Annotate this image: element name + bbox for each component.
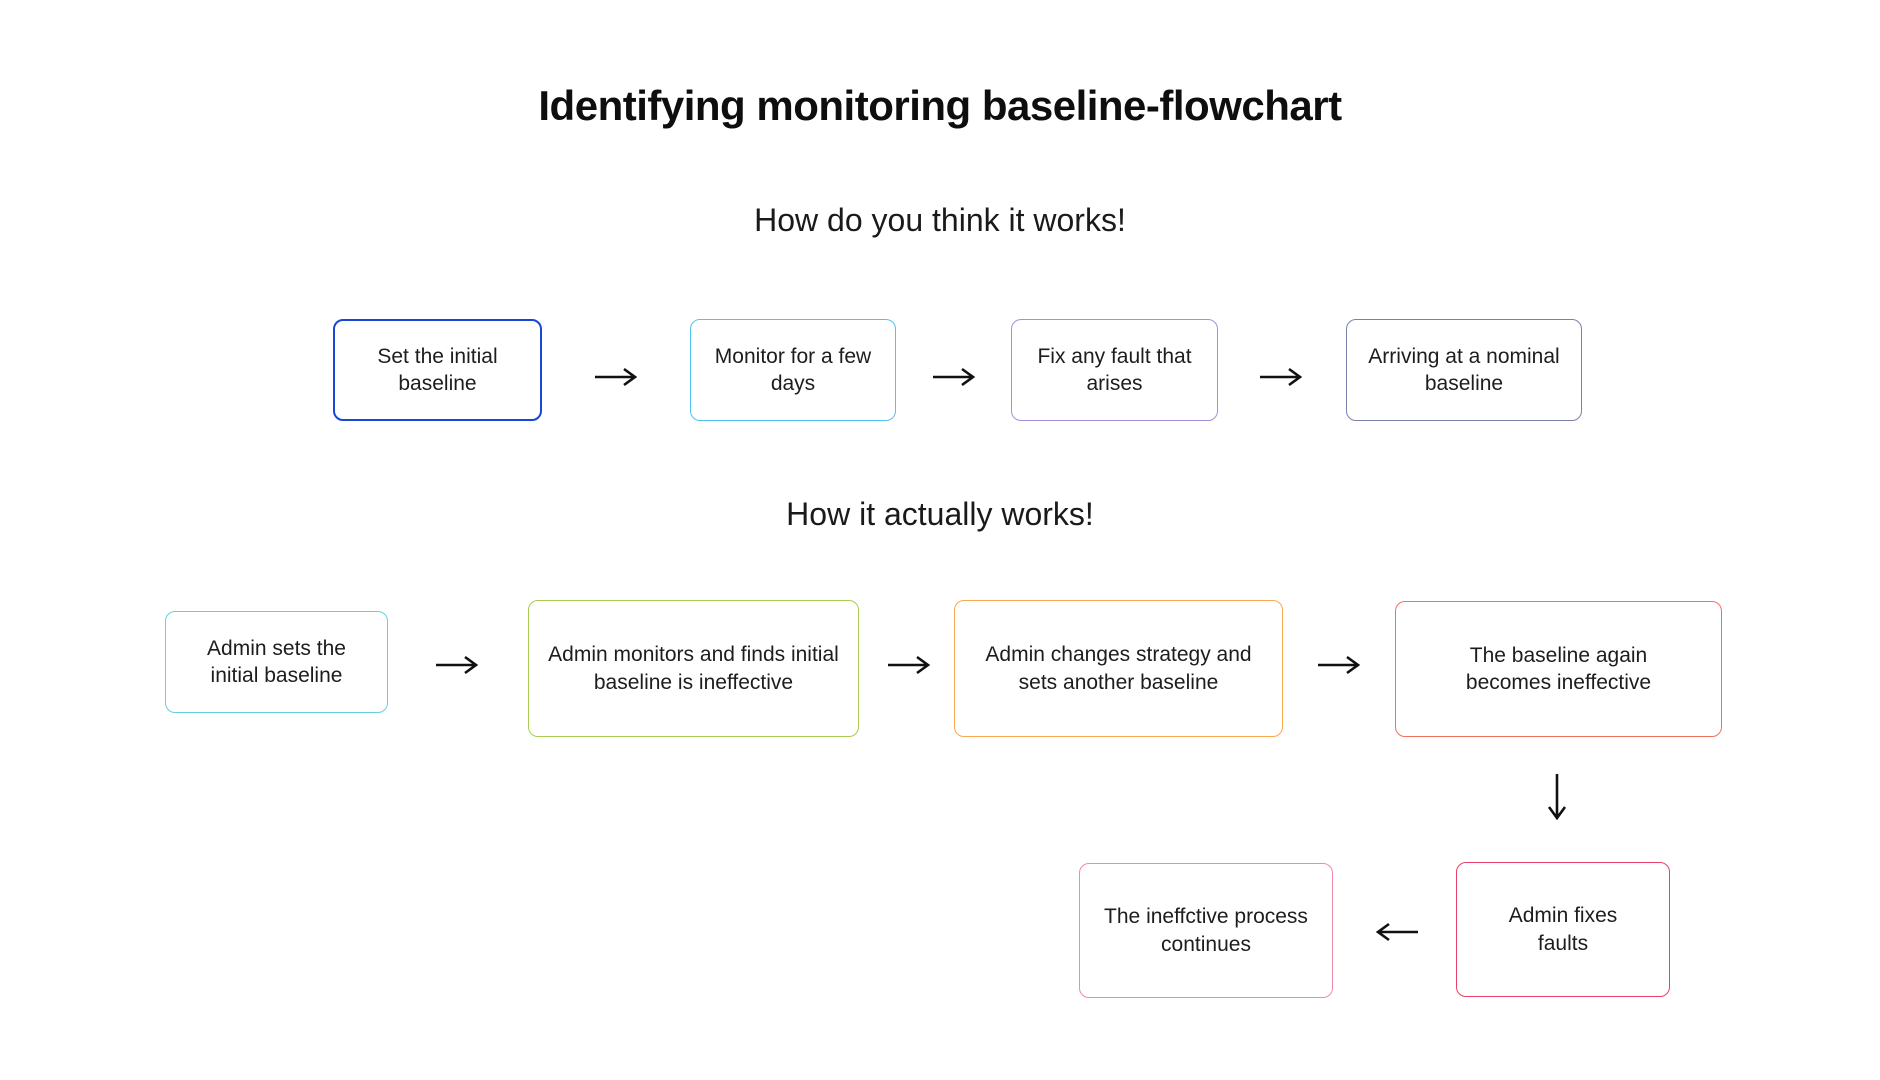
flow-node-nominal-baseline: Arriving at a nominal baseline xyxy=(1346,319,1582,421)
flow-node-label: Arriving at a nominal baseline xyxy=(1368,344,1560,395)
flow-node-label: The baseline again becomes ineffective xyxy=(1465,643,1652,694)
flow-node-monitor-few-days: Monitor for a few days xyxy=(690,319,896,421)
flow-node-label: The ineffctive process continues xyxy=(1104,905,1308,956)
flow-node-label: Admin sets the initial baseline xyxy=(207,636,346,687)
arrow-left-icon xyxy=(1375,922,1418,942)
flow-node-set-initial-baseline: Set the initial baseline xyxy=(333,319,542,421)
flow-node-admin-fixes-faults: Admin fixes faults xyxy=(1456,862,1670,997)
arrow-right-icon xyxy=(933,367,976,387)
flow-node-admin-monitors-ineffective: Admin monitors and finds initial baselin… xyxy=(528,600,859,737)
section-heading-expected: How do you think it works! xyxy=(754,202,1126,238)
flow-node-label: Admin monitors and finds initial baselin… xyxy=(548,643,839,694)
arrow-right-icon xyxy=(1318,655,1361,675)
flow-node-baseline-again-ineffective: The baseline again becomes ineffective xyxy=(1395,601,1722,737)
arrow-down-icon xyxy=(1547,774,1567,821)
flow-node-admin-changes-strategy: Admin changes strategy and sets another … xyxy=(954,600,1283,737)
flow-node-fix-any-fault: Fix any fault that arises xyxy=(1011,319,1218,421)
arrow-right-icon xyxy=(888,655,931,675)
flow-node-admin-sets-baseline: Admin sets the initial baseline xyxy=(165,611,388,713)
arrow-right-icon xyxy=(1260,367,1303,387)
flow-node-label: Set the initial baseline xyxy=(377,344,498,395)
page-title: Identifying monitoring baseline-flowchar… xyxy=(538,82,1342,129)
flow-node-label: Admin fixes faults xyxy=(1508,904,1618,955)
flow-node-label: Admin changes strategy and sets another … xyxy=(985,643,1252,694)
flow-node-label: Fix any fault that arises xyxy=(1037,344,1192,395)
arrow-right-icon xyxy=(595,367,638,387)
section-heading-actual: How it actually works! xyxy=(786,496,1094,532)
arrow-right-icon xyxy=(436,655,479,675)
flow-node-label: Monitor for a few days xyxy=(714,344,872,395)
flow-node-ineffective-process-continues: The ineffctive process continues xyxy=(1079,863,1333,998)
